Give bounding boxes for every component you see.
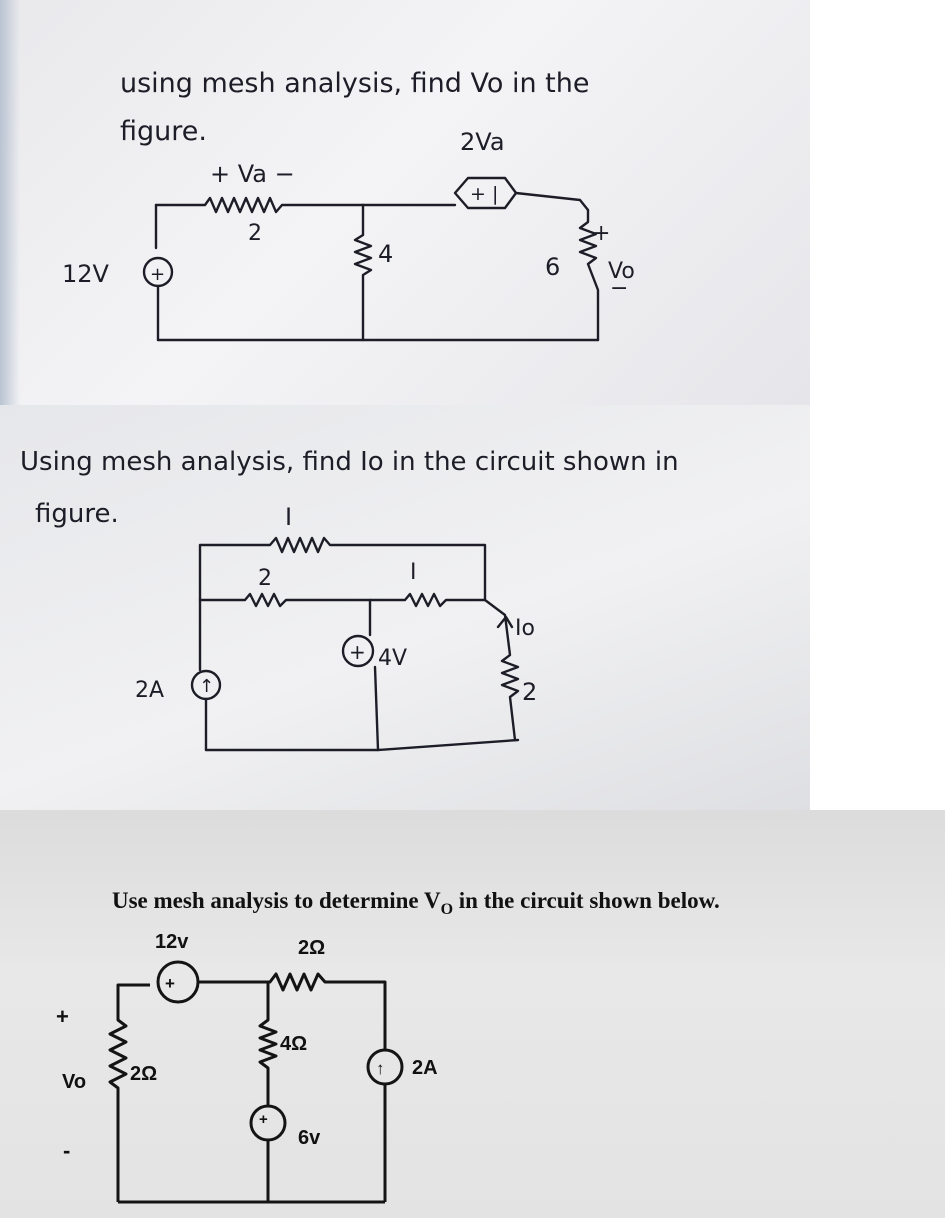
problem1-panel: using mesh analysis, find Vo in the figu…	[0, 0, 810, 405]
right-branch-resistor-value: 2	[522, 678, 537, 706]
wire-bottom	[204, 738, 520, 752]
resistor-top-label: 2Ω	[298, 937, 325, 959]
current-source-label: 2A	[412, 1057, 438, 1079]
right-resistor-2-ohm	[483, 598, 520, 742]
source-12v-label: 12v	[155, 931, 189, 953]
resistor-2-ohm	[154, 196, 365, 214]
problem1-statement-line2: figure.	[120, 116, 207, 147]
resistor-4-ohm	[258, 982, 278, 1106]
resistor-4-value: 4	[378, 240, 393, 268]
photo-edge-shadow	[0, 0, 20, 405]
vo-minus-sign: −	[610, 276, 628, 301]
problem3-panel: Use mesh analysis to determine VO in the…	[0, 810, 945, 1218]
circuit3-diagram: Use mesh analysis to determine VO in the…	[56, 888, 720, 1204]
dependent-source-label: 2Va	[460, 128, 505, 156]
resistor-left-label: 2Ω	[130, 1063, 157, 1085]
resistor-2-ohm-left	[108, 1005, 128, 1202]
source-6v-label: 6v	[298, 1127, 321, 1149]
io-label: Io	[515, 616, 535, 641]
voltage-source-12v	[156, 960, 200, 1004]
resistor-6-ohm	[578, 208, 600, 342]
wire-left-top	[116, 983, 150, 1005]
problem1-statement-line1: using mesh analysis, find Vo in the	[120, 68, 590, 99]
problem2-statement-line2: figure.	[35, 499, 119, 529]
circuit1-diagram: using mesh analysis, find Vo in the figu…	[62, 68, 635, 342]
resistor-mid-label: 4Ω	[280, 1033, 307, 1055]
resistor-6-value: 6	[545, 253, 560, 281]
current-source-2a	[366, 1048, 404, 1086]
voltage-source-label: 4V	[378, 646, 407, 671]
vo-minus-sign: -	[63, 1138, 70, 1163]
resistor-2-value: 2	[248, 221, 262, 246]
wire-top-right	[514, 191, 590, 212]
top-outer-resistor	[198, 536, 487, 602]
circuit2-diagram: Using mesh analysis, find Io in the circ…	[20, 447, 679, 752]
current-source-arrow: ↑	[199, 676, 214, 697]
top-resistor-value: I	[285, 503, 292, 531]
current-source-label: 2A	[135, 678, 164, 703]
problem3-statement: Use mesh analysis to determine VO in the…	[112, 888, 720, 918]
left-resistor-value: 2	[258, 566, 272, 591]
resistor-2-ohm-top	[198, 972, 387, 1050]
voltage-source-4v	[341, 634, 375, 668]
voltage-source-sign: +	[349, 640, 366, 664]
problem2-panel: Using mesh analysis, find Io in the circ…	[0, 405, 810, 810]
wire-mid-bottom	[373, 665, 380, 752]
source-12v-sign: +	[165, 974, 175, 993]
voltage-source-6v	[249, 1104, 287, 1142]
io-arrow	[496, 615, 514, 629]
dependent-source-sign: + |	[470, 183, 498, 205]
source-6v-sign: +	[259, 1111, 268, 1128]
vo-plus-sign: +	[56, 1004, 69, 1029]
vo-label: Vo	[62, 1071, 86, 1093]
vo-label: Vo	[608, 259, 635, 284]
problem2-statement-line1: Using mesh analysis, find Io in the circ…	[20, 447, 679, 477]
current-source-arrow: ↑	[376, 1059, 385, 1078]
right-resistor-value: I	[410, 560, 417, 585]
resistor-va-polarity: + Va −	[210, 160, 295, 188]
source-12v-sign: +	[150, 264, 165, 285]
vo-plus-sign: +	[592, 221, 610, 246]
resistor-4-ohm	[353, 203, 373, 342]
inner-resistors	[198, 592, 487, 608]
source-12v-label: 12V	[62, 260, 110, 288]
